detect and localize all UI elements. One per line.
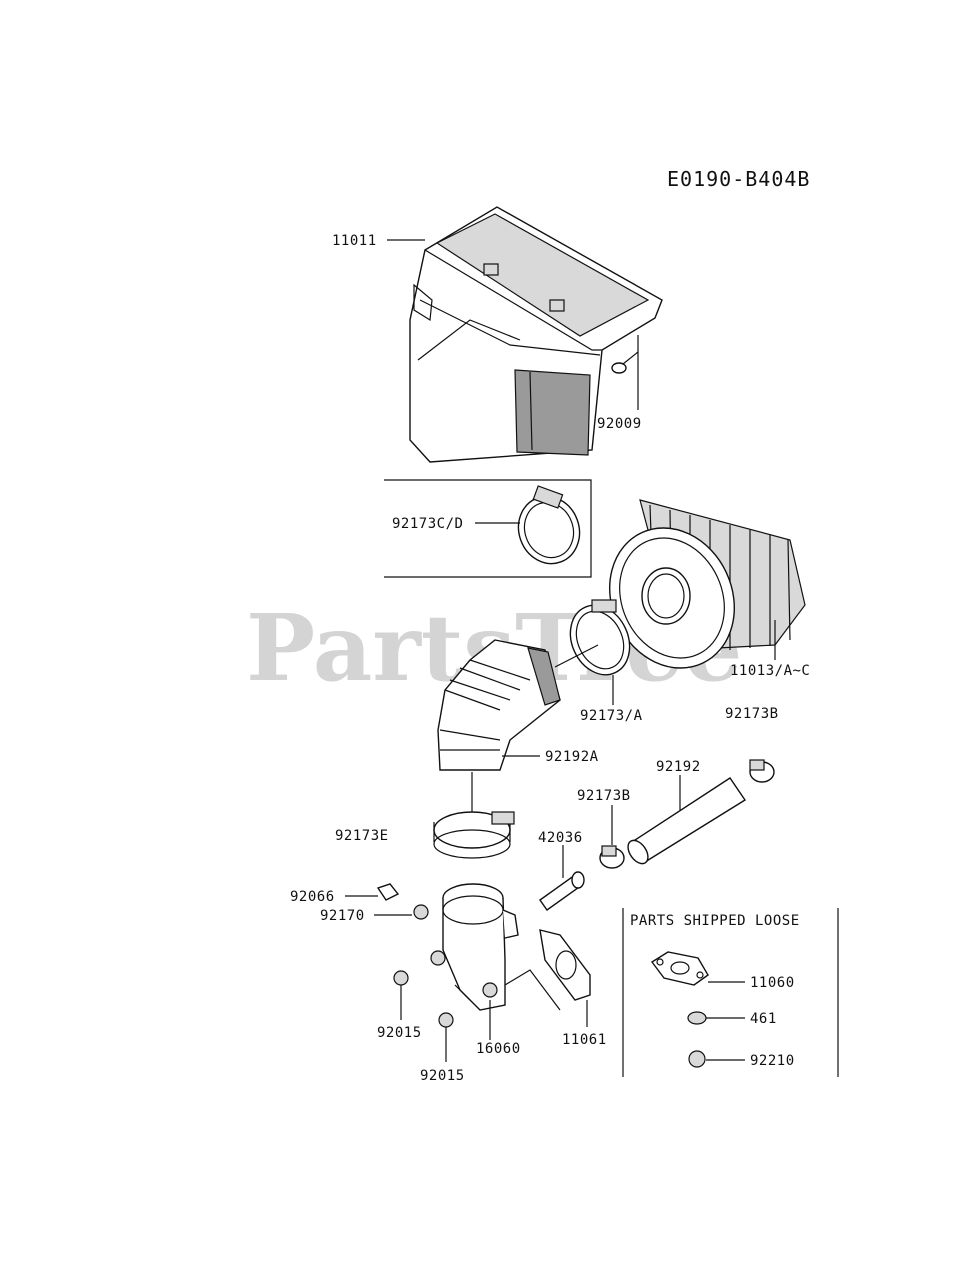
fitting-42036[interactable] (539, 871, 585, 911)
label-92009[interactable]: 92009 (597, 416, 642, 432)
nut-92015-b[interactable] (438, 1012, 454, 1028)
label-461[interactable]: 461 (750, 1011, 777, 1027)
label-92066[interactable]: 92066 (290, 889, 335, 905)
label-16060[interactable]: 16060 (476, 1041, 521, 1057)
label-11061[interactable]: 11061 (562, 1032, 607, 1048)
diagram-code: E0190-B404B (667, 167, 810, 191)
label-92170[interactable]: 92170 (320, 908, 365, 924)
label-11011[interactable]: 11011 (332, 233, 377, 249)
label-92015-a[interactable]: 92015 (377, 1025, 422, 1041)
label-92173b-top[interactable]: 92173B (725, 706, 779, 722)
label-92173e[interactable]: 92173E (335, 828, 389, 844)
inlet-pipe-16060[interactable] (430, 883, 519, 1011)
elbow-hose-92192a[interactable] (437, 639, 561, 771)
label-11060[interactable]: 11060 (750, 975, 795, 991)
clamp-92173a[interactable] (559, 596, 640, 685)
nut-92170[interactable] (413, 904, 429, 920)
air-cleaner-cover-11011[interactable] (409, 206, 663, 463)
screw-92009[interactable] (611, 351, 639, 374)
box-title: PARTS SHIPPED LOOSE (630, 913, 800, 929)
clamp-92173b-right[interactable] (749, 759, 775, 783)
hose-92192[interactable] (624, 777, 746, 867)
washer-461[interactable] (687, 1011, 707, 1025)
label-92173a[interactable]: 92173/A (580, 708, 643, 724)
filter-element-11013[interactable] (587, 499, 806, 689)
label-92192[interactable]: 92192 (656, 759, 701, 775)
label-92210[interactable]: 92210 (750, 1053, 795, 1069)
clamp-92173b-mid[interactable] (599, 845, 625, 869)
label-11013[interactable]: 11013/A~C (730, 663, 810, 679)
label-42036[interactable]: 42036 (538, 830, 583, 846)
nut-92210[interactable] (688, 1050, 706, 1068)
clamp-92173cd[interactable] (509, 485, 589, 572)
gasket-11061[interactable] (539, 929, 591, 1001)
gasket-11060[interactable] (650, 951, 709, 986)
label-92015-b[interactable]: 92015 (420, 1068, 465, 1084)
label-92173b-mid[interactable]: 92173B (577, 788, 631, 804)
cap-92066[interactable] (376, 883, 400, 901)
clamp-92173e[interactable] (433, 811, 515, 859)
label-92192a[interactable]: 92192A (545, 749, 599, 765)
nut-92015-a[interactable] (393, 970, 409, 986)
label-92173cd[interactable]: 92173C/D (392, 516, 463, 532)
